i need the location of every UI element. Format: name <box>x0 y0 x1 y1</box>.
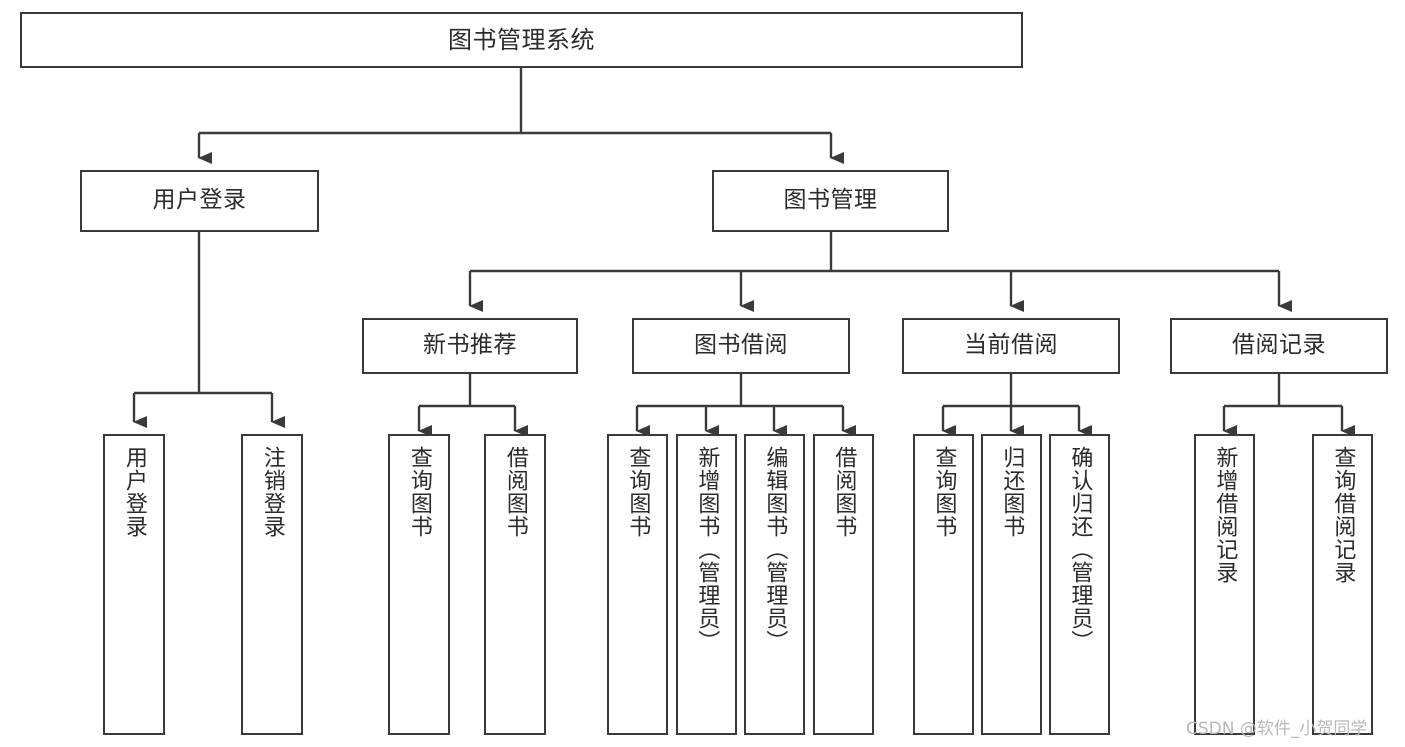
node-label: 新增借阅记录 <box>1212 446 1238 584</box>
node-leaf-edit-book-admin[interactable]: 编辑图书（管理员） <box>744 434 805 735</box>
node-leaf-query-borrow-record[interactable]: 查询借阅记录 <box>1312 434 1373 735</box>
node-leaf-user-login[interactable]: 用户登录 <box>103 434 165 735</box>
node-root-book-management-system[interactable]: 图书管理系统 <box>20 12 1023 68</box>
node-leaf-query-book-2[interactable]: 查询图书 <box>607 434 668 735</box>
node-label: 图书管理 <box>783 187 878 214</box>
node-leaf-query-book-1[interactable]: 查询图书 <box>388 434 450 735</box>
node-book-borrowing[interactable]: 图书借阅 <box>632 318 850 374</box>
node-user-login[interactable]: 用户登录 <box>80 170 319 232</box>
node-label: 新增图书（管理员） <box>694 446 720 653</box>
node-label: 查询图书 <box>625 446 651 538</box>
node-label: 归还图书 <box>999 446 1025 538</box>
node-leaf-borrow-book-2[interactable]: 借阅图书 <box>813 434 874 735</box>
node-label: 确认归还（管理员） <box>1067 446 1093 653</box>
node-label: 查询借阅记录 <box>1330 446 1356 584</box>
node-new-book-recommendation[interactable]: 新书推荐 <box>362 318 578 374</box>
node-label: 当前借阅 <box>964 332 1058 359</box>
node-leaf-borrow-book-1[interactable]: 借阅图书 <box>484 434 546 735</box>
node-label: 查询图书 <box>406 446 432 538</box>
node-current-borrowing[interactable]: 当前借阅 <box>902 318 1120 374</box>
node-borrow-records[interactable]: 借阅记录 <box>1170 318 1388 374</box>
node-label: 图书管理系统 <box>448 25 595 54</box>
node-label: 图书借阅 <box>694 332 788 359</box>
node-label: 新书推荐 <box>423 332 517 359</box>
node-book-management[interactable]: 图书管理 <box>712 170 949 232</box>
node-leaf-query-book-3[interactable]: 查询图书 <box>913 434 974 735</box>
node-label: 编辑图书（管理员） <box>762 446 788 653</box>
node-label: 借阅图书 <box>502 446 528 538</box>
node-label: 借阅图书 <box>831 446 857 538</box>
node-leaf-return-book[interactable]: 归还图书 <box>981 434 1042 735</box>
node-label: 注销登录 <box>259 446 285 538</box>
node-label: 查询图书 <box>931 446 957 538</box>
node-leaf-add-book-admin[interactable]: 新增图书（管理员） <box>676 434 737 735</box>
node-leaf-logout[interactable]: 注销登录 <box>241 434 303 735</box>
node-label: 用户登录 <box>121 446 147 538</box>
node-leaf-confirm-return-admin[interactable]: 确认归还（管理员） <box>1049 434 1110 735</box>
node-label: 用户登录 <box>152 187 247 214</box>
node-label: 借阅记录 <box>1232 332 1326 359</box>
node-leaf-add-borrow-record[interactable]: 新增借阅记录 <box>1194 434 1255 735</box>
csdn-watermark: CSDN @软件_小贺同学 <box>1186 719 1368 739</box>
